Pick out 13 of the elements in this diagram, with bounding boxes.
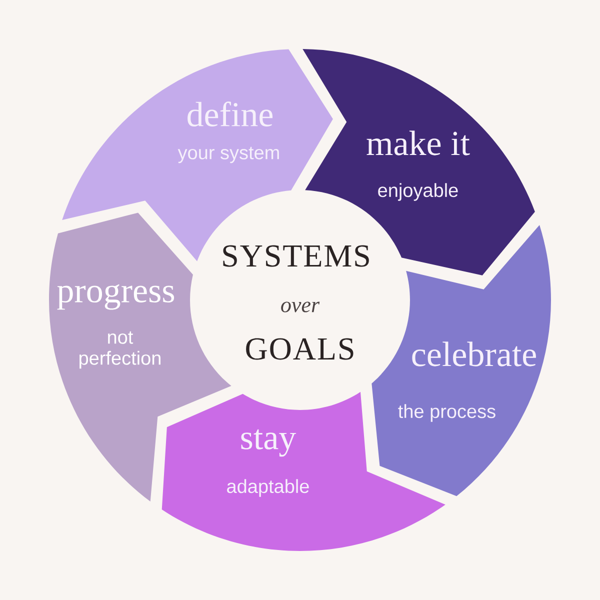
center-script-word: over (281, 302, 320, 312)
segment-heading: stay (241, 429, 296, 457)
segment-heading: define (188, 102, 273, 126)
segment-text: the process (398, 404, 496, 422)
segment-text: enjoyable (378, 183, 458, 201)
segment-text: not perfection (80, 331, 160, 369)
center-title: SYSTEMS (223, 245, 369, 267)
segment-heading: progress (57, 284, 174, 310)
segment-text: your system (178, 146, 279, 164)
segment-text: adaptable (227, 479, 309, 497)
center-title: GOALS (246, 338, 354, 360)
segment-heading: make it (366, 130, 470, 156)
segment-heading: celebrate (412, 342, 536, 366)
